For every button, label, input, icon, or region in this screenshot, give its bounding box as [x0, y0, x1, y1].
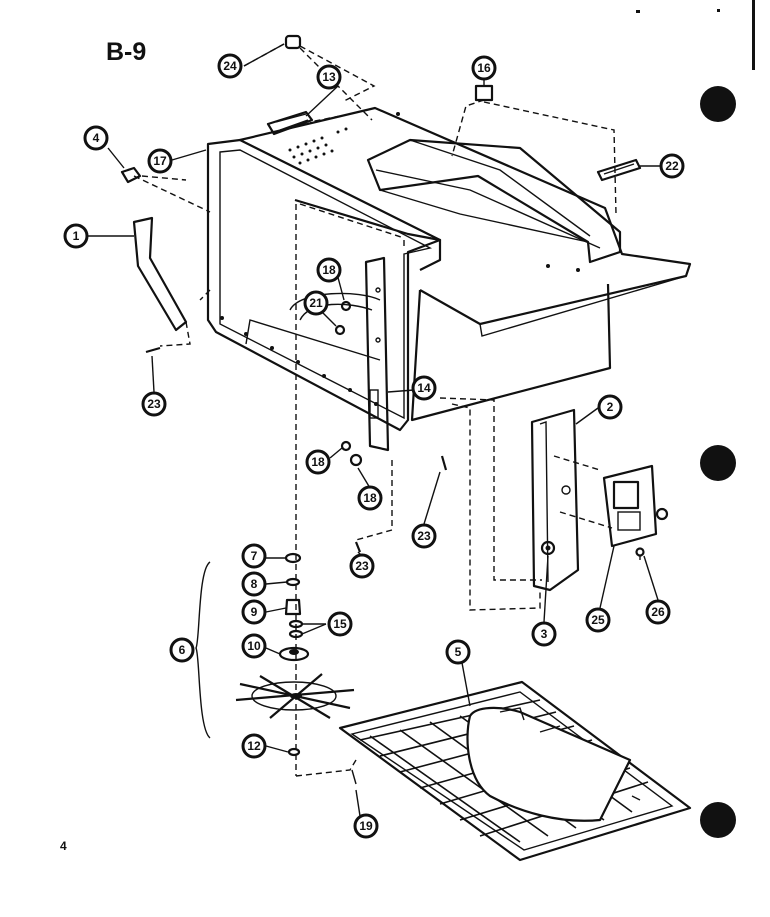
part-26-screw	[635, 547, 645, 557]
page-title: B-9	[106, 38, 146, 66]
scan-specks	[636, 0, 755, 70]
callout-18-upper: 18	[316, 257, 342, 283]
svg-text:14: 14	[417, 381, 431, 395]
svg-text:18: 18	[363, 491, 377, 505]
callout-23-left: 23	[141, 391, 167, 417]
svg-text:23: 23	[355, 559, 369, 573]
part-4-block	[120, 166, 142, 184]
part-25-switch-assembly	[602, 464, 669, 548]
part-13-terminal	[266, 110, 314, 136]
svg-text:8: 8	[251, 577, 258, 591]
svg-text:24: 24	[223, 59, 237, 73]
callout-25: 25	[585, 607, 611, 633]
svg-text:22: 22	[665, 159, 679, 173]
binder-hole-bottom	[700, 802, 736, 838]
svg-text:25: 25	[591, 613, 605, 627]
callout-3: 3	[531, 621, 557, 647]
svg-text:17: 17	[153, 154, 167, 168]
callout-18-lower: 18	[357, 485, 383, 511]
svg-text:1: 1	[73, 229, 80, 243]
svg-text:10: 10	[247, 639, 261, 653]
callout-7: 7	[241, 543, 267, 569]
part-5-base-tray	[338, 680, 692, 862]
front-frame	[206, 138, 442, 432]
guide-lines	[133, 43, 641, 777]
callout-13: 13	[316, 64, 342, 90]
svg-text:18: 18	[311, 455, 325, 469]
stirrer-assembly	[195, 552, 355, 757]
callout-2: 2	[597, 394, 623, 420]
callout-10: 10	[241, 633, 267, 659]
callout-22: 22	[659, 153, 685, 179]
svg-text:13: 13	[322, 70, 336, 84]
svg-text:2: 2	[607, 400, 614, 414]
svg-text:12: 12	[247, 739, 261, 753]
svg-text:6: 6	[179, 643, 186, 657]
callout-5: 5	[445, 639, 471, 665]
svg-text:9: 9	[251, 605, 258, 619]
leader-lines	[88, 43, 660, 817]
callout-15: 15	[327, 611, 353, 637]
screws	[334, 300, 363, 785]
svg-text:23: 23	[147, 397, 161, 411]
callout-9: 9	[241, 599, 267, 625]
hinge-plate	[364, 256, 390, 452]
callout-23-middle: 23	[411, 523, 437, 549]
top-vent-holes	[288, 127, 348, 165]
cabinet-body	[239, 106, 692, 422]
callout-14: 14	[411, 375, 437, 401]
svg-text:21: 21	[309, 296, 323, 310]
part-16-switch	[474, 84, 494, 102]
svg-text:3: 3	[541, 627, 548, 641]
page-number: 4	[60, 839, 67, 853]
binder-hole-top	[700, 86, 736, 122]
part-24-cap	[284, 34, 302, 50]
callout-16: 16	[471, 55, 497, 81]
svg-text:4: 4	[93, 131, 100, 145]
part-2-bracket	[530, 408, 580, 592]
svg-text:26: 26	[651, 605, 665, 619]
callout-23-lower: 23	[349, 553, 375, 579]
callout-1: 1	[63, 223, 89, 249]
svg-text:18: 18	[322, 263, 336, 277]
svg-text:7: 7	[251, 549, 258, 563]
callout-21: 21	[303, 290, 329, 316]
svg-text:5: 5	[455, 645, 462, 659]
callout-4: 4	[83, 125, 109, 151]
callout-8: 8	[241, 571, 267, 597]
binder-hole-middle	[700, 445, 736, 481]
callout-12: 12	[241, 733, 267, 759]
part-1-strip	[132, 216, 188, 332]
callout-19: 19	[353, 813, 379, 839]
callout-24: 24	[217, 53, 243, 79]
callout-17: 17	[147, 148, 173, 174]
part-22-terminal	[596, 158, 642, 182]
callout-26: 26	[645, 599, 671, 625]
callout-6: 6	[169, 637, 195, 663]
callout-18-middle: 18	[305, 449, 331, 475]
svg-text:19: 19	[359, 819, 373, 833]
pins	[145, 346, 448, 553]
svg-text:16: 16	[477, 61, 491, 75]
svg-text:23: 23	[417, 529, 431, 543]
svg-text:15: 15	[333, 617, 347, 631]
